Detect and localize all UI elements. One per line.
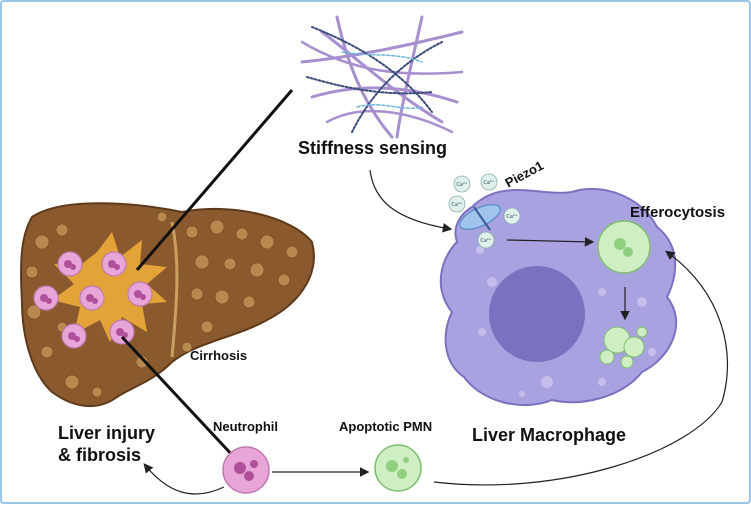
apoptotic-pmn-cell (374, 444, 422, 492)
liver-nodules (25, 211, 299, 398)
liver-neutrophils (33, 251, 153, 349)
liver-macrophage-label: Liver Macrophage (472, 425, 627, 445)
fibrosis-star (52, 232, 167, 342)
arrow-to-efferocytosis (433, 250, 729, 486)
piezo1-channel (459, 204, 501, 231)
fibrosis-label: & fibrosis (58, 445, 142, 465)
calcium-ions: Ca²⁺ Ca²⁺ Ca²⁺ Ca²⁺ Ca²⁺ (448, 173, 521, 249)
arrow-to-liver-injury (143, 463, 225, 495)
efferocytosis-label: Efferocytosis (630, 204, 726, 221)
liver-macrophage-cell (439, 187, 677, 407)
stiffness-sensing-label: Stiffness sensing (298, 138, 448, 158)
neutrophil-cell (222, 446, 270, 494)
cirrhotic-liver (20, 202, 315, 408)
digested-fragments (599, 326, 648, 369)
ca-ion-label: Ca²⁺ (480, 238, 492, 244)
zoom-line-stiffness (135, 89, 294, 271)
macrophage-nucleus (489, 266, 585, 362)
apoptotic-pmn-label: Apoptotic PMN (339, 419, 433, 434)
ca-ion-label: Ca²⁺ (451, 202, 463, 208)
ecm-fibers (300, 15, 464, 139)
ca-ion-label: Ca²⁺ (456, 182, 468, 188)
ca-ion-label: Ca²⁺ (483, 180, 495, 186)
zoom-line-neutrophil (120, 335, 236, 459)
cirrhosis-label: Cirrhosis (190, 348, 248, 363)
ca-ion-label: Ca²⁺ (506, 214, 518, 220)
arrow-stiffness-to-piezo (369, 169, 453, 233)
liver-injury-label: Liver injury (58, 423, 156, 443)
neutrophil-label: Neutrophil (213, 419, 278, 434)
